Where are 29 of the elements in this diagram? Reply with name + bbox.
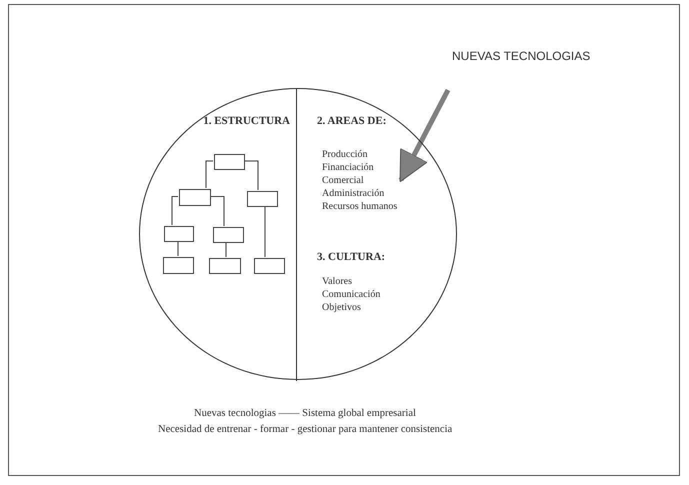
heading-text: 3. CULTURA:: [317, 251, 386, 264]
connector-line: [172, 196, 178, 226]
title-text: NUEVAS TECNOLOGIAS: [452, 50, 590, 64]
org-chart-box: [213, 227, 244, 243]
heading-text: 1. ESTRUCTURA: [203, 115, 290, 128]
note-text: Nuevas tecnologias —— Sistema global empresarial: [194, 408, 416, 420]
org-chart-box: [214, 154, 245, 170]
diagram-circle: [139, 88, 457, 380]
list-item: Comunicación: [322, 289, 380, 300]
list-item: Comercial: [322, 175, 364, 186]
heading-text: 2. AREAS DE:: [317, 115, 386, 128]
connector-line: [264, 206, 266, 258]
list-item: Financiación: [322, 162, 374, 173]
org-chart-box: [254, 258, 285, 274]
org-chart-box: [209, 258, 241, 274]
list-item: Administración: [322, 188, 384, 199]
list-item: Producción: [322, 149, 368, 160]
connector-line: [244, 160, 258, 190]
connector-line: [210, 196, 224, 226]
org-chart-box: [247, 191, 278, 207]
org-chart-box: [163, 257, 194, 274]
org-chart-box: [164, 226, 194, 242]
connector-line: [206, 160, 214, 188]
note-text: Necesidad de entrenar - formar - gestionar para mantener consistencia: [158, 424, 452, 436]
list-item: Valores: [322, 276, 352, 287]
list-item: Recursos humanos: [322, 201, 398, 212]
list-item: Objetivos: [322, 302, 361, 313]
arrow: [398, 88, 450, 182]
org-chart-box: [179, 189, 211, 206]
